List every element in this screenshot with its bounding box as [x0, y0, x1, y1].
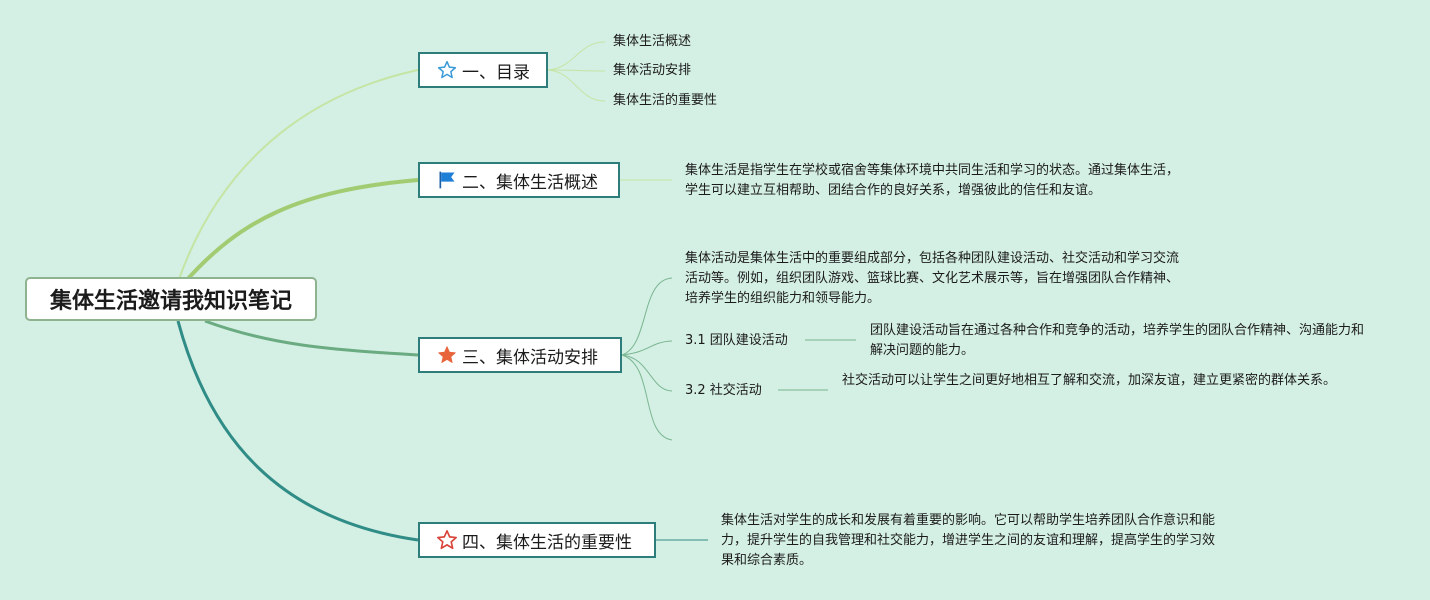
importance-description: 集体生活对学生的成长和发展有着重要的影响。它可以帮助学生培养团队合作意识和能力，…: [721, 513, 1216, 568]
leaf-item[interactable]: 集体生活概述: [613, 34, 692, 49]
star-outline-icon: [436, 59, 458, 81]
star-filled-icon: [436, 344, 458, 366]
connector-branch-2: [183, 178, 419, 284]
activities-description: 集体活动是集体生活中的重要组成部分，包括各种团队建设活动、社交活动和学习交流活动…: [685, 251, 1180, 306]
root-topic-label: 集体生活邀请我知识笔记: [49, 289, 292, 314]
branch-contents[interactable]: 一、目录: [418, 52, 548, 88]
branch-contents-label: 一、目录: [462, 62, 530, 83]
branch-activities-label: 三、集体活动安排: [462, 347, 598, 368]
subtopic-team-building[interactable]: 3.1 团队建设活动: [685, 333, 788, 348]
branch-overview[interactable]: 二、集体生活概述: [418, 162, 620, 198]
connector-sub-2: [621, 354, 673, 392]
branch-activities[interactable]: 三、集体活动安排: [418, 337, 622, 373]
subtopic-social[interactable]: 3.2 社交活动: [685, 383, 762, 398]
leaf-item[interactable]: 集体活动安排: [613, 63, 692, 78]
social-description: 社交活动可以让学生之间更好地相互了解和交流，加深友谊，建立更紧密的群体关系。: [842, 373, 1337, 388]
flag-icon: [436, 169, 458, 191]
branch-overview-label: 二、集体生活概述: [462, 172, 598, 193]
connector-desc-3: [621, 277, 673, 356]
connector-leaf-1: [547, 41, 606, 71]
team-building-description: 团队建设活动旨在通过各种合作和竞争的活动，培养学生的团队合作精神、沟通能力和解决…: [870, 323, 1365, 358]
connector-branch-4: [176, 320, 419, 542]
connector-leaf-2: [547, 69, 606, 72]
branch-importance[interactable]: 四、集体生活的重要性: [418, 522, 656, 558]
connector-sub-1: [621, 340, 673, 356]
star-outline-icon: [436, 529, 458, 551]
connector-leaf-3: [547, 69, 606, 102]
branch-importance-label: 四、集体生活的重要性: [462, 532, 632, 553]
connector-empty: [621, 354, 673, 441]
leaf-item[interactable]: 集体生活的重要性: [613, 93, 718, 108]
connector-branch-3: [204, 319, 419, 357]
root-topic[interactable]: 集体生活邀请我知识笔记: [25, 277, 317, 321]
connector-branch-1: [177, 69, 419, 283]
overview-description: 集体生活是指学生在学校或宿舍等集体环境中共同生活和学习的状态。通过集体生活，学生…: [685, 163, 1180, 198]
